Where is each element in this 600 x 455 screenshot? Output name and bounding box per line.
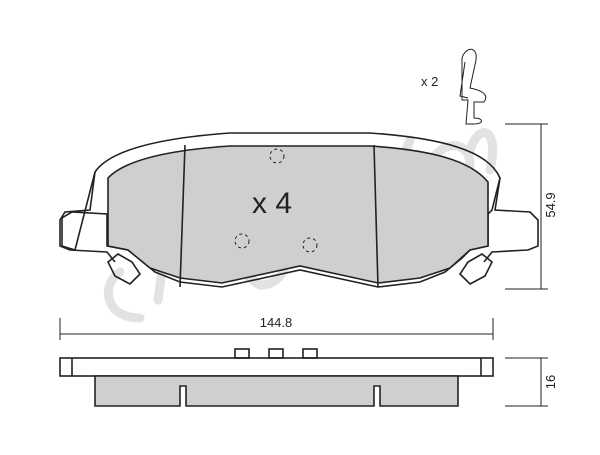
height-dimension: [505, 123, 548, 290]
side-friction-material: [94, 375, 459, 407]
thickness-dimension-label: 16: [543, 375, 558, 389]
quantity-label: x 4: [252, 187, 292, 220]
width-dimension-label: 144.8: [260, 315, 293, 330]
hole-top: [269, 148, 285, 164]
clip-quantity-label: x 2: [421, 74, 438, 89]
side-tab-1: [234, 348, 250, 359]
hole-bottom-left: [234, 233, 250, 249]
left-ear: [59, 171, 116, 263]
wear-slot-left: [179, 144, 186, 288]
hole-bottom-right: [302, 237, 318, 253]
brake-pad-side-view: [59, 348, 494, 407]
width-dimension: [59, 318, 494, 340]
side-tab-2: [268, 348, 284, 359]
brake-pad-front-view: [59, 132, 539, 288]
spring-clip: [459, 48, 487, 125]
wear-slot-right: [373, 144, 379, 288]
thickness-dimension: [505, 357, 548, 407]
right-ear: [483, 177, 539, 263]
height-dimension-label: 54.9: [543, 192, 558, 217]
side-tab-3: [302, 348, 318, 359]
side-backing-plate: [59, 357, 494, 377]
friction-material: [107, 145, 489, 284]
right-clip-hook: [458, 253, 494, 285]
left-clip-hook: [106, 253, 142, 285]
